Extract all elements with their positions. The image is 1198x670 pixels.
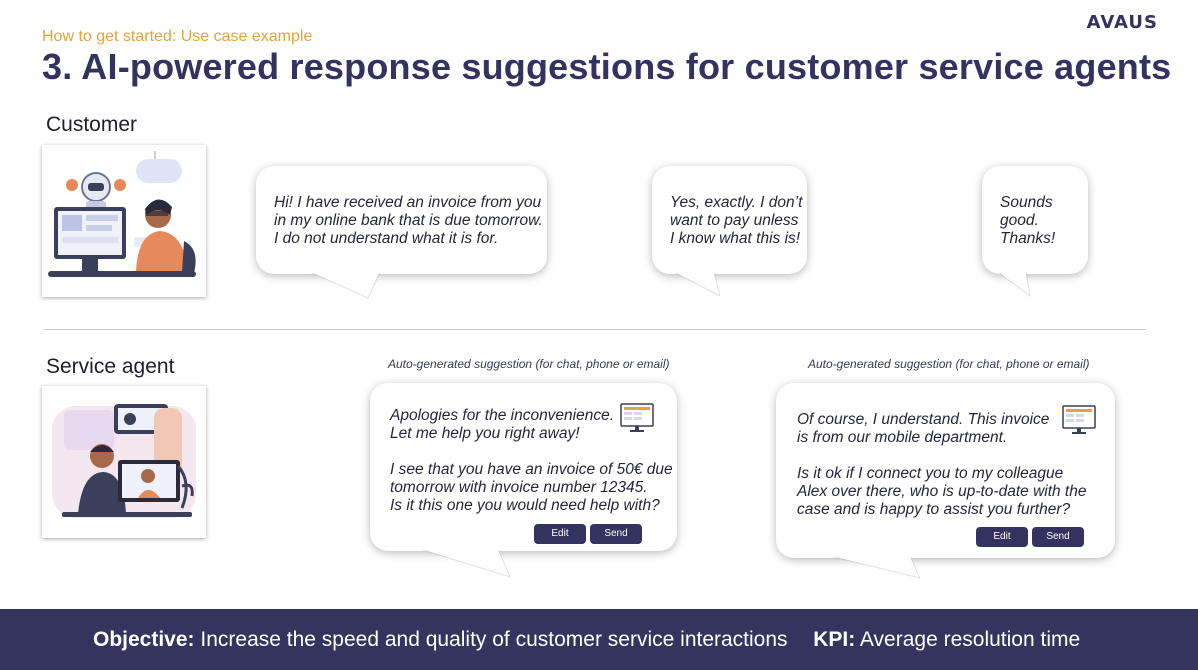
customer-label: Customer bbox=[46, 113, 138, 136]
customer-message-text: Sounds good. Thanks! bbox=[1000, 194, 1056, 247]
customer-message-bubble-2: Yes, exactly. I don’t want to pay unless… bbox=[652, 166, 807, 274]
agent-label: Service agent bbox=[46, 355, 175, 378]
monitor-icon bbox=[1062, 405, 1096, 434]
speech-bubble-tail bbox=[830, 552, 930, 579]
objective-label: Objective: bbox=[93, 628, 195, 651]
send-button[interactable]: Send bbox=[590, 524, 642, 544]
speech-bubble-tail bbox=[672, 268, 732, 297]
suggestion-caption: Auto-generated suggestion (for chat, pho… bbox=[808, 357, 1090, 371]
slide-title: 3. AI-powered response suggestions for c… bbox=[42, 46, 1172, 87]
customer-illustration bbox=[42, 145, 206, 297]
suggestion-bubble-1: Apologies for the inconvenience. Let me … bbox=[370, 383, 677, 551]
speech-bubble-tail bbox=[996, 268, 1046, 298]
kpi-text: Average resolution time bbox=[859, 628, 1081, 651]
edit-button[interactable]: Edit bbox=[976, 527, 1028, 547]
suggestion-text: Apologies for the inconvenience. Let me … bbox=[390, 407, 673, 514]
brand-logo: AVAUS bbox=[1086, 12, 1158, 33]
speech-bubble-tail bbox=[310, 268, 390, 299]
speech-bubble-tail bbox=[420, 545, 520, 578]
suggestion-text: Of course, I understand. This invoice is… bbox=[797, 411, 1087, 518]
section-divider bbox=[44, 329, 1146, 330]
objective-text: Increase the speed and quality of custom… bbox=[200, 628, 788, 651]
slide-subtitle: How to get started: Use case example bbox=[42, 28, 313, 45]
suggestion-bubble-2: Of course, I understand. This invoice is… bbox=[776, 383, 1115, 558]
footer-bar: Objective: Increase the speed and qualit… bbox=[0, 609, 1198, 670]
send-button[interactable]: Send bbox=[1032, 527, 1084, 547]
monitor-icon bbox=[620, 403, 654, 432]
suggestion-caption: Auto-generated suggestion (for chat, pho… bbox=[388, 357, 670, 371]
agent-illustration bbox=[42, 386, 206, 538]
customer-message-text: Yes, exactly. I don’t want to pay unless… bbox=[670, 194, 803, 247]
kpi-label: KPI: bbox=[813, 628, 856, 651]
customer-message-bubble-3: Sounds good. Thanks! bbox=[982, 166, 1088, 274]
customer-message-bubble-1: Hi! I have received an invoice from you … bbox=[256, 166, 547, 274]
customer-message-text: Hi! I have received an invoice from you … bbox=[274, 194, 543, 247]
edit-button[interactable]: Edit bbox=[534, 524, 586, 544]
